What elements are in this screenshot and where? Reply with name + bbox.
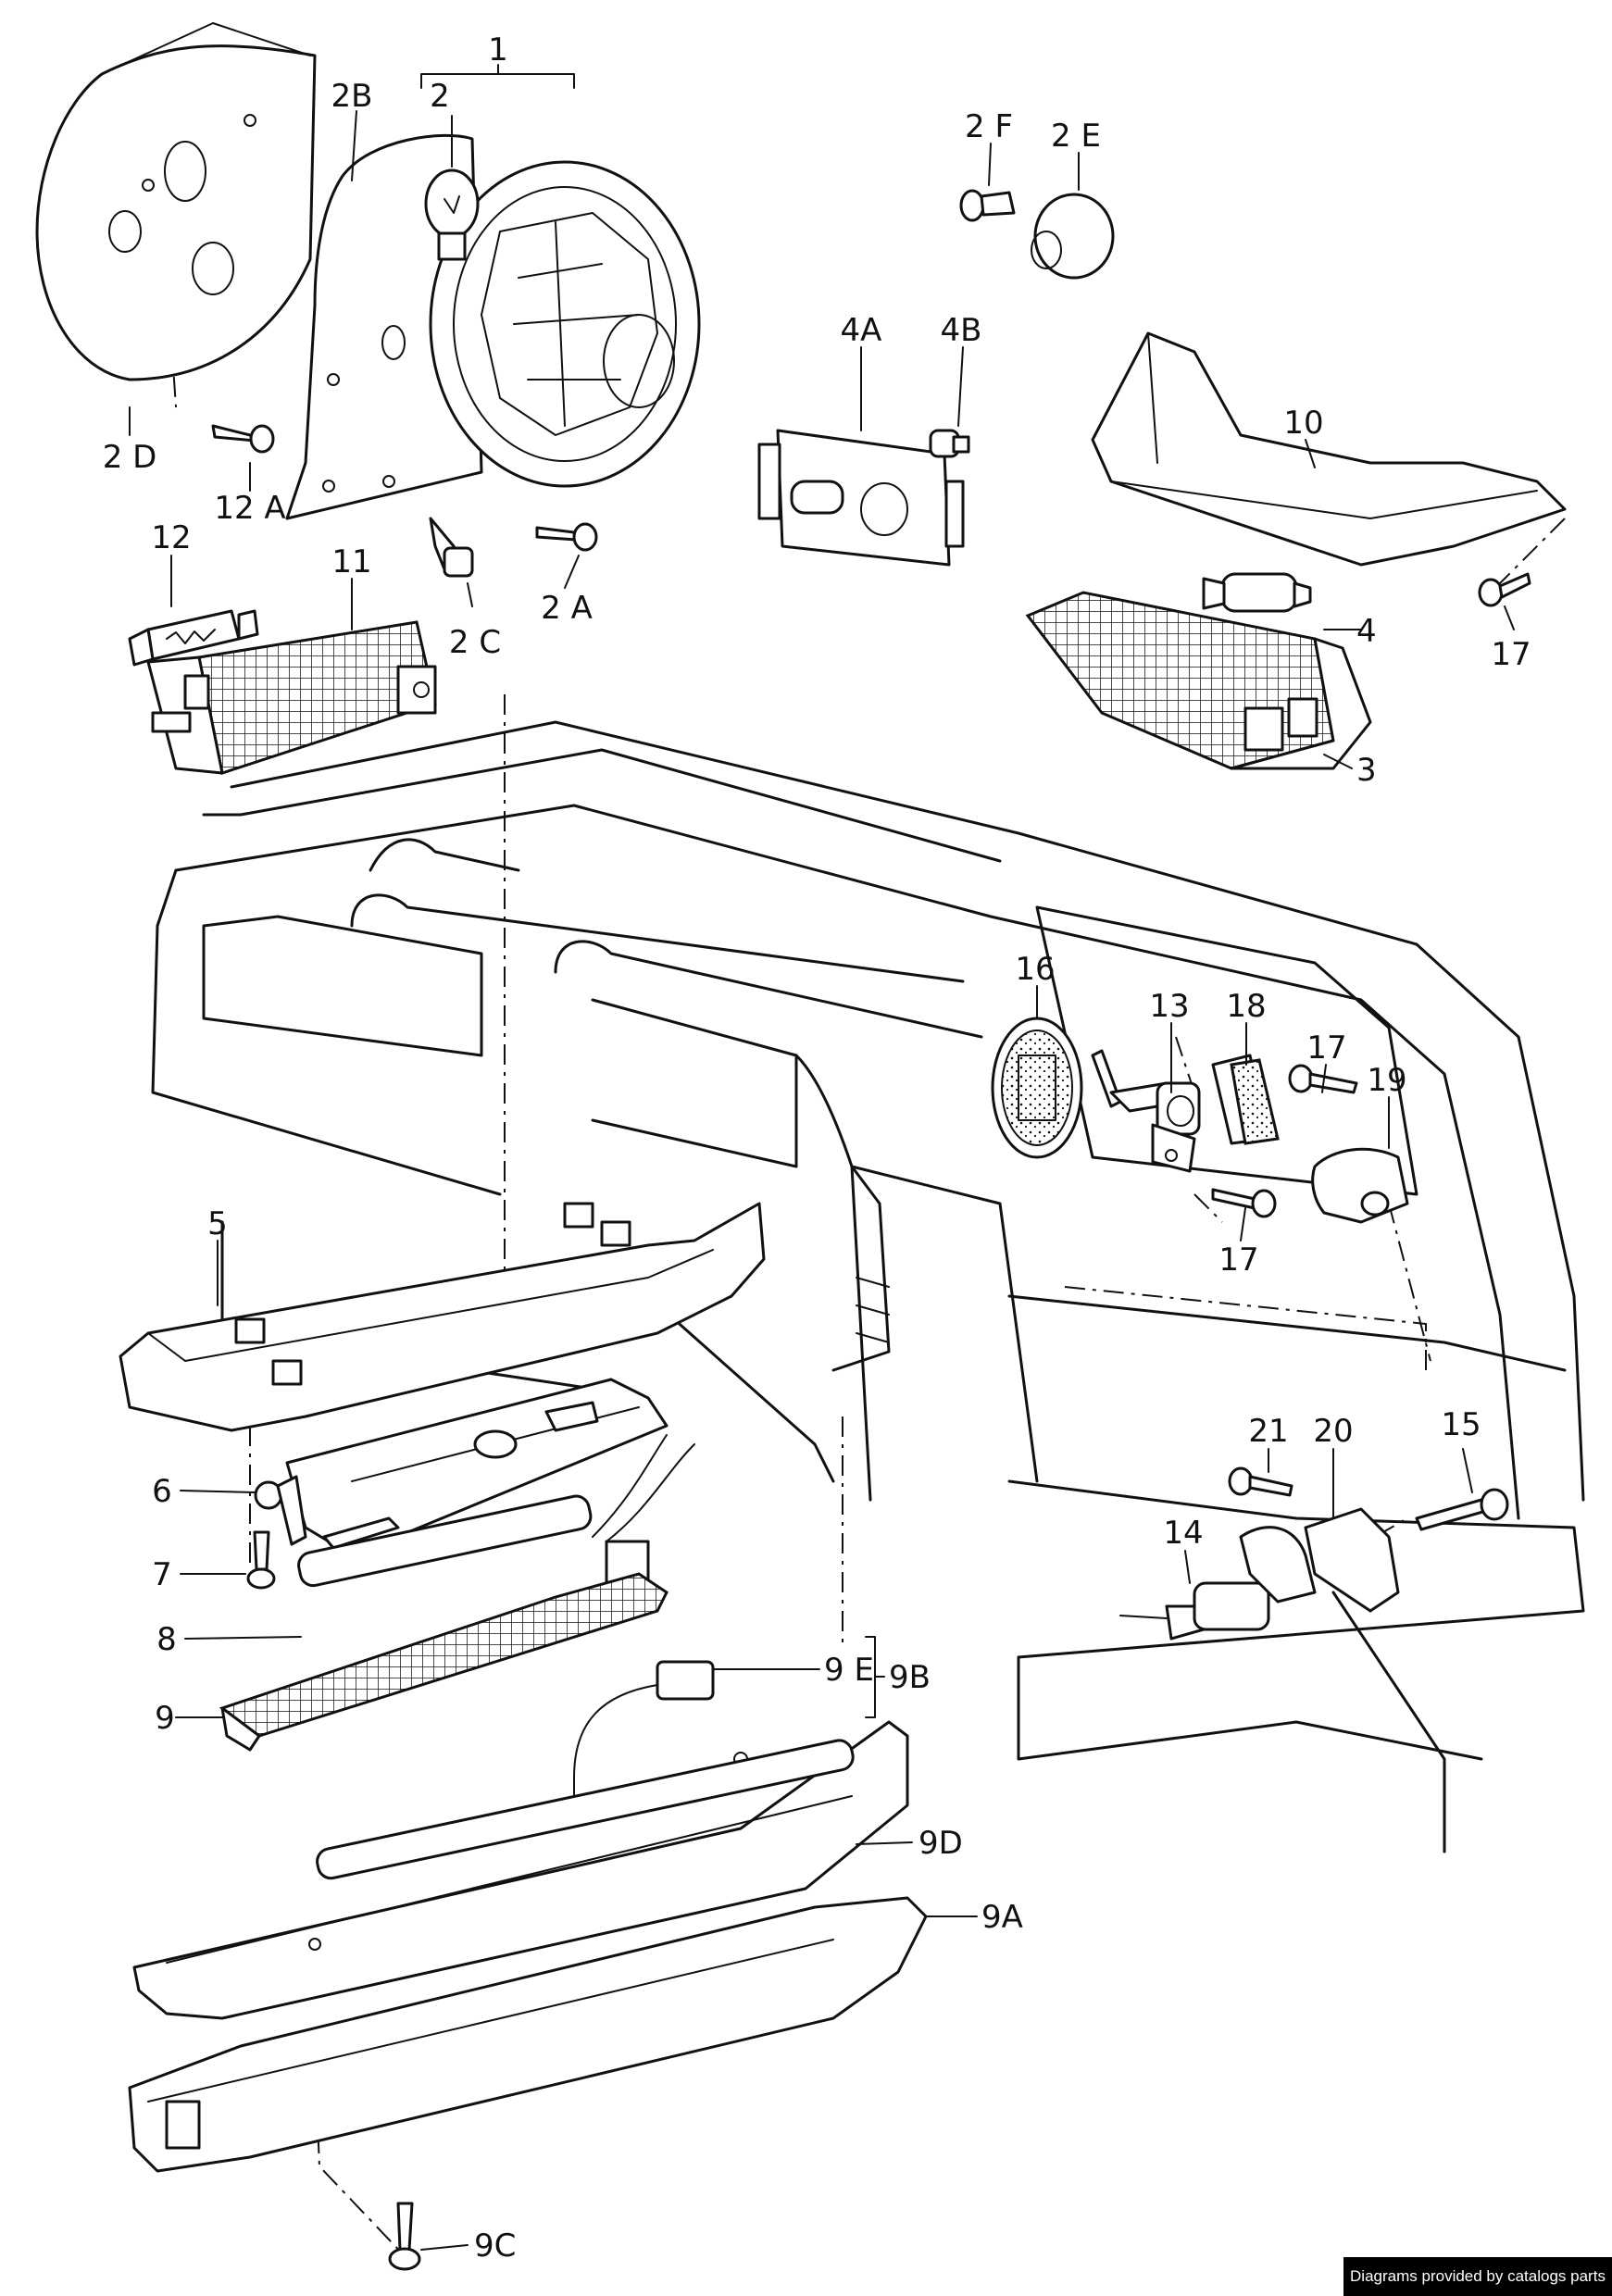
label-17b: 17: [1306, 1029, 1346, 1067]
label-6: 6: [152, 1473, 172, 1510]
part-2f-screw: [959, 189, 1016, 222]
label-17c: 17: [1218, 1242, 1258, 1279]
part-2-bulb: [424, 168, 480, 261]
part-4a-switch-panel: [757, 429, 965, 567]
part-4-bulb: [1202, 572, 1312, 613]
label-9e: 9 E: [824, 1652, 874, 1689]
part-11-lamp-lens: [146, 620, 437, 775]
label-12: 12: [151, 519, 191, 556]
label-5: 5: [207, 1205, 228, 1242]
label-21: 21: [1248, 1413, 1288, 1450]
part-10-bracket: [1091, 331, 1567, 567]
part-20-bracket: [1239, 1507, 1400, 1613]
part-9d-tube: [316, 1739, 855, 1880]
label-13: 13: [1149, 988, 1189, 1025]
part-7-screw: [246, 1530, 276, 1590]
part-6-clip: [254, 1475, 307, 1546]
label-9d: 9D: [918, 1825, 963, 1862]
part-5-trim-panel: [119, 1202, 766, 1432]
label-10: 10: [1283, 405, 1323, 442]
label-9b: 9B: [889, 1659, 931, 1696]
label-11: 11: [331, 543, 371, 580]
label-2: 2: [430, 78, 450, 115]
label-2f: 2 F: [965, 108, 1013, 145]
part-21-screw: [1228, 1466, 1293, 1497]
part-3-lamp-housing: [1025, 591, 1372, 770]
label-9: 9: [155, 1700, 175, 1737]
part-16-round-lens: [991, 1017, 1083, 1159]
label-12a: 12 A: [214, 490, 285, 527]
label-2d: 2 D: [103, 439, 157, 476]
part-9e-connector: [573, 1660, 715, 1825]
label-19: 19: [1367, 1062, 1406, 1099]
label-8: 8: [156, 1621, 177, 1658]
part-12a-screw: [211, 424, 275, 454]
part-2a-screw: [535, 522, 598, 552]
part-9a-cover: [128, 1896, 928, 2173]
label-9a: 9A: [981, 1899, 1023, 1936]
part-19-switch: [1311, 1147, 1409, 1224]
label-2e: 2 E: [1051, 118, 1101, 155]
part-12-bulb: [128, 609, 259, 667]
part-17-screw-c: [1211, 1188, 1277, 1218]
part-14-contact-switch: [1119, 1581, 1270, 1641]
label-7: 7: [152, 1556, 172, 1593]
label-20: 20: [1313, 1413, 1353, 1450]
part-13-contact-switch: [1091, 1049, 1201, 1173]
label-17a: 17: [1491, 636, 1531, 673]
label-2a: 2 A: [541, 590, 593, 627]
label-18: 18: [1226, 988, 1266, 1025]
label-14: 14: [1163, 1515, 1203, 1552]
label-2c: 2 C: [449, 624, 501, 661]
label-16: 16: [1015, 951, 1055, 988]
part-18-pad: [1211, 1054, 1280, 1145]
label-2b: 2B: [331, 78, 373, 115]
label-1: 1: [488, 31, 508, 69]
part-1-lamp: [429, 160, 701, 488]
part-lamp-base: [285, 1378, 669, 1557]
part-9c-screw: [388, 2202, 421, 2271]
label-leaders: [129, 64, 1515, 2251]
label-3: 3: [1356, 752, 1377, 789]
part-4b-bulb: [929, 429, 970, 458]
part-2b-plate: [285, 133, 483, 520]
part-2d-housing: [35, 22, 317, 381]
part-15-screw: [1415, 1488, 1509, 1531]
part-2e-grommet: [1031, 193, 1115, 280]
credit-badge: Diagrams provided by catalogs parts: [1343, 2257, 1612, 2296]
part-9-lens-cover: [219, 1572, 669, 1752]
label-4b: 4B: [941, 312, 982, 349]
part-2c-rivet: [429, 517, 474, 578]
label-15: 15: [1441, 1406, 1481, 1443]
label-4: 4: [1356, 613, 1377, 650]
part-17-screw-a: [1478, 572, 1531, 607]
part-labels: 1 2 2B 2 D 12 A 2 A 2 C 2 F 2 E 4A 4B 10…: [103, 31, 1531, 2265]
label-9c: 9C: [474, 2227, 516, 2265]
label-4a: 4A: [841, 312, 882, 349]
part-17-screw-b: [1288, 1064, 1358, 1094]
